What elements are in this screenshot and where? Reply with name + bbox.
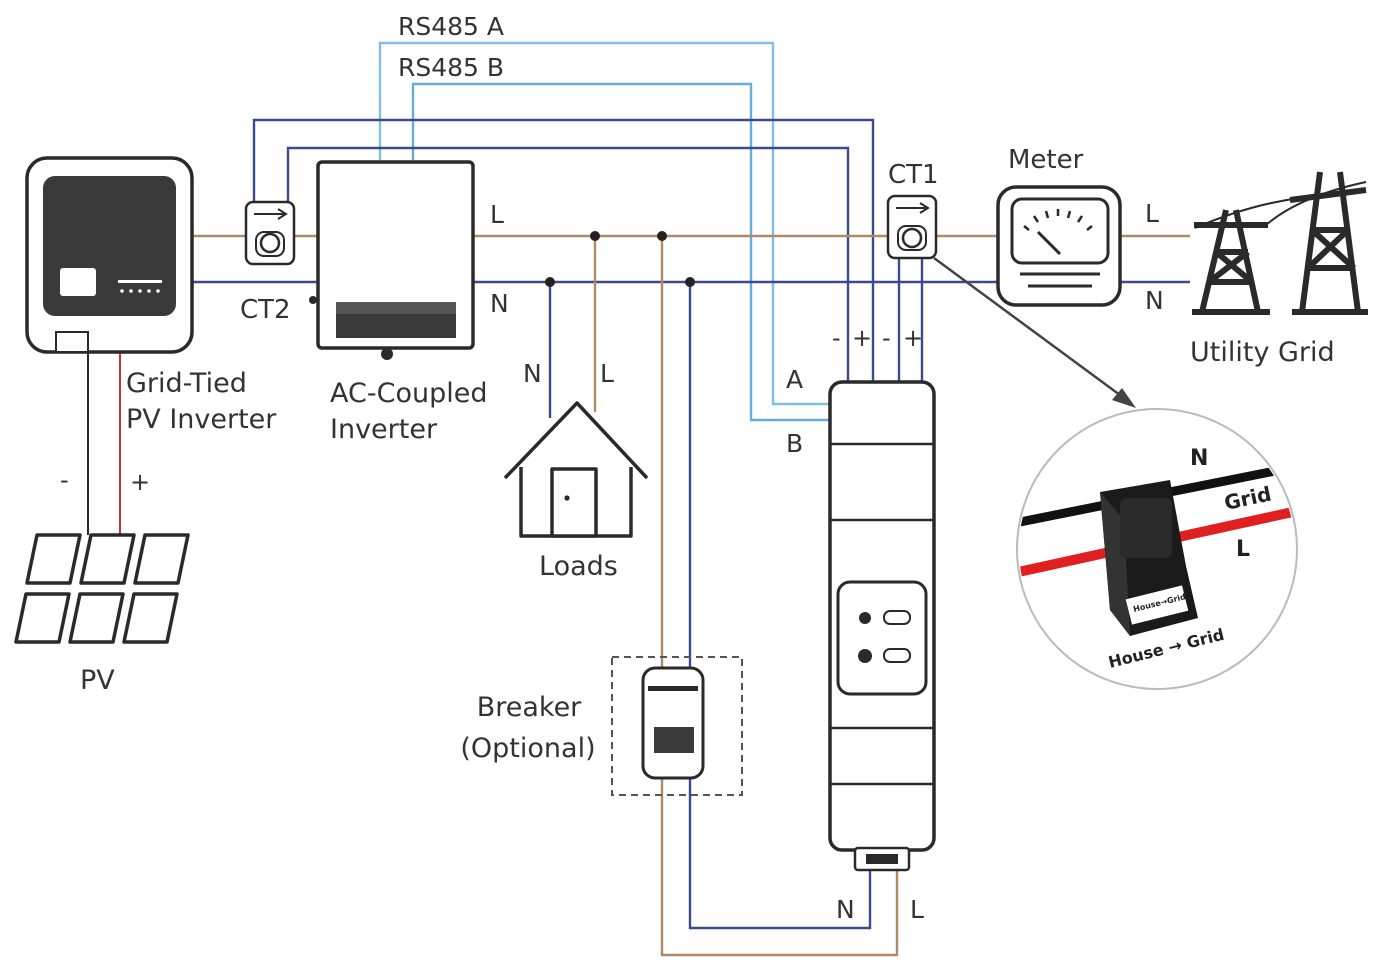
pv-plus-label: +: [130, 468, 150, 496]
wire-b-label: B: [786, 429, 803, 458]
ct2-minus-label: -: [832, 324, 841, 352]
ct1-minus-label: -: [882, 324, 891, 352]
wire-a-label: A: [786, 365, 803, 394]
ct2-lead-outer: [252, 118, 875, 382]
breaker: [611, 656, 743, 796]
ct2-lead-inner: [286, 146, 850, 382]
loads-n-label: N: [523, 359, 542, 388]
loads-l-label: L: [600, 359, 614, 388]
inverter-n-label: N: [490, 289, 509, 318]
rs485-a-label: RS485 A: [398, 12, 504, 41]
junctions: [545, 231, 695, 287]
grid-tied-inverter: [25, 156, 194, 354]
ac-coupled-label-line1: AC-Coupled: [330, 378, 487, 409]
comm-indicator-icon: [858, 649, 872, 663]
breaker-neutral-return: [688, 778, 872, 930]
wires: [87, 41, 1190, 957]
pv-minus-label: -: [60, 466, 69, 494]
junction-dot: [657, 231, 667, 241]
power-indicator-icon: [859, 612, 871, 624]
ac-coupled-inverter: [309, 160, 475, 360]
meter-label: Meter: [1008, 145, 1084, 175]
bottom-l-label: L: [910, 895, 924, 924]
grid-tied-label-line1: Grid-Tied: [126, 368, 247, 399]
status-leds-icon: [118, 280, 162, 293]
house-icon: [503, 401, 649, 538]
bottom-n-label: N: [836, 895, 855, 924]
ct2-label: CT2: [240, 295, 291, 325]
pv-label: PV: [80, 665, 115, 696]
breaker-live-return: [660, 778, 899, 957]
ct1-clamp-icon: [886, 194, 938, 260]
loads-label: Loads: [539, 551, 618, 582]
rs485-a-wire: [378, 41, 830, 406]
junction-dot: [590, 231, 600, 241]
rs485-b-label: RS485 B: [398, 53, 504, 82]
smart-meter-module: [828, 380, 936, 872]
breaker-label-line1: Breaker: [477, 692, 582, 723]
junction-dot: [685, 277, 695, 287]
ct2-plus-label: +: [852, 324, 872, 352]
utility-grid-label: Utility Grid: [1190, 337, 1335, 368]
utility-grid-tower-icon: [1192, 171, 1368, 315]
rs485-b-wire: [411, 82, 830, 422]
grid-tied-label-line2: PV Inverter: [126, 404, 277, 435]
grid-n-label: N: [1145, 286, 1164, 315]
ct2-clamp-icon: [244, 200, 296, 266]
callout-n-label: N: [1190, 446, 1208, 471]
ac-coupled-label-line2: Inverter: [330, 414, 438, 445]
ct1-plus-label: +: [903, 324, 923, 352]
junction-dot: [545, 277, 555, 287]
callout-arrow: [933, 256, 1136, 408]
callout-l-label: L: [1236, 537, 1250, 562]
grid-l-label: L: [1145, 199, 1159, 228]
pv-panel-icon: [14, 533, 190, 644]
breaker-label-line2: (Optional): [460, 733, 595, 764]
inverter-l-label: L: [490, 200, 504, 229]
callout-ct-clamp: [1100, 480, 1198, 636]
ct-callout: [1016, 408, 1298, 690]
ct1-label: CT1: [888, 160, 939, 190]
utility-meter-icon: [996, 185, 1122, 307]
